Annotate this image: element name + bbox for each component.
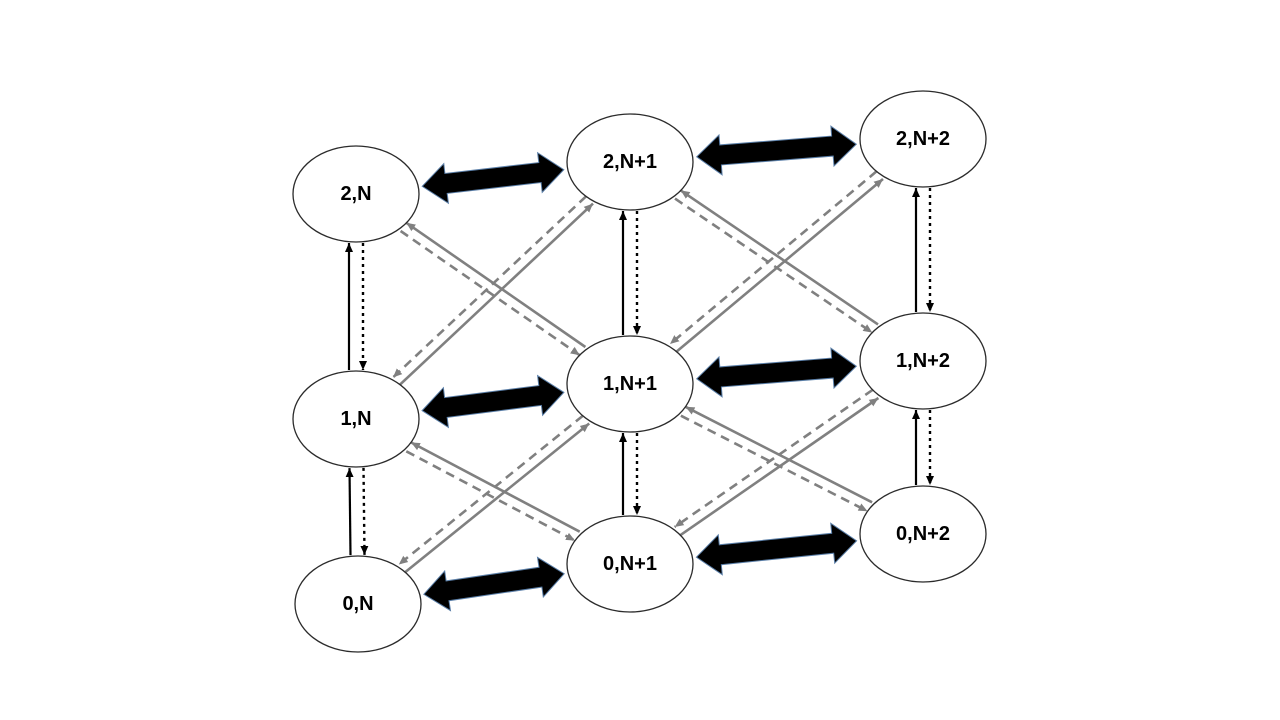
node-ellipse bbox=[294, 555, 422, 653]
node-ellipse bbox=[292, 370, 420, 468]
edge-0-n-to-1-n-solid-black-arrow bbox=[345, 468, 354, 556]
edge-1-np1-to-2-n-solid-gray-arrow bbox=[405, 221, 587, 349]
edge-0-n-to-0-np1-double-arrow bbox=[423, 556, 565, 612]
edge-2-np2-to-1-np1-dashed-gray-arrow bbox=[669, 170, 878, 345]
edge-2-np1-to-1-n-dashed-gray-arrow bbox=[392, 195, 587, 379]
edge-0-n-to-1-np1-solid-gray-arrow bbox=[404, 422, 591, 574]
node-ellipse bbox=[859, 485, 987, 583]
edge-1-n-to-2-np1-solid-gray-arrow bbox=[399, 202, 594, 386]
nodes-layer: 2,N 1,N 0,N 2,N+1 1,N+1 0,N+1 2,N+2 1,N+2 0,N+2 bbox=[292, 90, 987, 653]
node-1-n: 1,N bbox=[292, 370, 420, 468]
node-ellipse bbox=[566, 335, 694, 433]
node-0-n: 0,N bbox=[294, 555, 422, 653]
node-0-np1: 0,N+1 bbox=[566, 515, 694, 613]
edge-1-n-to-0-n-dotted-black-arrow bbox=[360, 467, 369, 555]
edge-0-np1-to-0-np2-double-arrow bbox=[695, 522, 858, 576]
node-label: 1,N+1 bbox=[603, 373, 657, 395]
node-2-np1: 2,N+1 bbox=[566, 113, 694, 211]
edge-2-np1-to-1-np2-dashed-gray-arrow bbox=[674, 197, 874, 334]
edge-1-np1-to-0-np2-dashed-gray-arrow bbox=[680, 414, 869, 513]
edge-1-np1-to-2-np2-solid-gray-arrow bbox=[675, 178, 884, 353]
edge-2-np1-to-2-np2-double-arrow bbox=[695, 125, 858, 176]
node-0-np2: 0,N+2 bbox=[859, 485, 987, 583]
node-1-np2: 1,N+2 bbox=[859, 312, 987, 410]
node-label: 2,N bbox=[340, 183, 371, 205]
edge-1-np1-to-1-np2-double-arrow bbox=[695, 347, 858, 398]
node-ellipse bbox=[859, 312, 987, 410]
node-label: 0,N+1 bbox=[603, 553, 657, 575]
edges-layer bbox=[345, 125, 934, 612]
node-label: 0,N+2 bbox=[896, 523, 950, 545]
node-2-np2: 2,N+2 bbox=[859, 90, 987, 188]
node-label: 0,N bbox=[342, 593, 373, 615]
node-2-n: 2,N bbox=[292, 145, 420, 243]
edge-1-n-to-1-np1-double-arrow bbox=[421, 374, 565, 429]
node-label: 2,N+2 bbox=[896, 128, 950, 150]
node-label: 2,N+1 bbox=[603, 151, 657, 173]
node-1-np1: 1,N+1 bbox=[566, 335, 694, 433]
edge-1-n-to-0-np1-dashed-gray-arrow bbox=[405, 450, 576, 542]
edge-1-np2-to-0-np1-dashed-gray-arrow bbox=[673, 388, 874, 529]
node-ellipse bbox=[292, 145, 420, 243]
edge-2-n-to-2-np1-double-arrow bbox=[421, 151, 565, 205]
node-label: 1,N bbox=[340, 408, 371, 430]
node-ellipse bbox=[859, 90, 987, 188]
edge-0-np2-to-1-np1-solid-gray-arrow bbox=[684, 405, 873, 504]
edge-2-n-to-1-np1-dashed-gray-arrow bbox=[399, 229, 581, 357]
node-ellipse bbox=[566, 515, 694, 613]
edge-1-np2-to-2-np1-solid-gray-arrow bbox=[679, 189, 879, 326]
edge-1-np1-to-0-n-dashed-gray-arrow bbox=[397, 414, 584, 566]
node-ellipse bbox=[566, 113, 694, 211]
node-label: 1,N+2 bbox=[896, 350, 950, 372]
